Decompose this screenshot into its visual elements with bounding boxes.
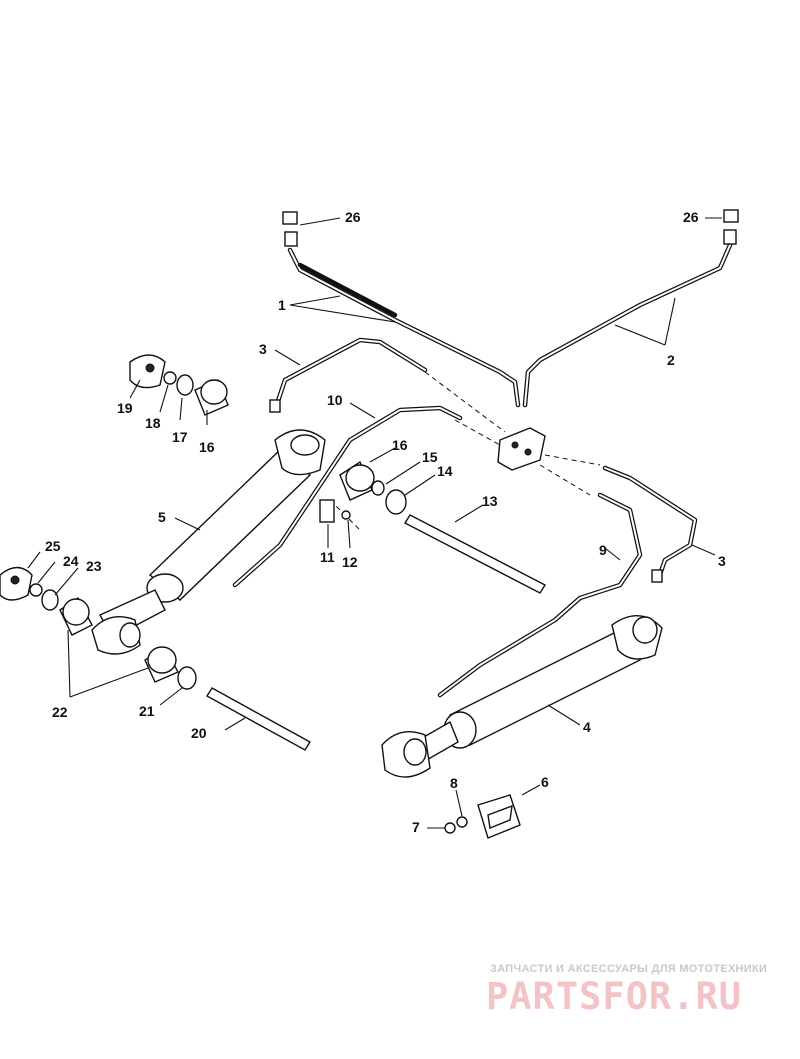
callout-1: 1 <box>278 297 286 313</box>
callout-25: 25 <box>45 538 61 554</box>
bushing-22-upper <box>59 596 93 636</box>
callout-16-upper: 16 <box>199 439 215 455</box>
callout-21: 21 <box>139 703 155 719</box>
callout-13: 13 <box>482 493 498 509</box>
pivot-shaft-20 <box>206 687 311 751</box>
bushing-16-upper <box>194 379 229 416</box>
watermark-tagline: ЗАПЧАСТИ И АКСЕССУАРЫ ДЛЯ МОТОТЕХНИКИ <box>490 963 768 975</box>
washer-8 <box>456 816 468 828</box>
callout-26-left: 26 <box>345 209 361 225</box>
trim-cylinder-5 <box>91 429 326 655</box>
hydraulic-line-3-left <box>269 337 428 413</box>
hydraulic-line-left-pair <box>287 247 521 408</box>
callout-8: 8 <box>450 775 458 791</box>
callout-3-right: 3 <box>718 553 726 569</box>
manifold-block <box>497 427 546 471</box>
fitting-26-right <box>723 209 739 245</box>
washer-21 <box>177 666 197 690</box>
watermark-brand: PARTSFOR.RU <box>486 975 743 1018</box>
callout-23: 23 <box>86 558 102 574</box>
cap-25 <box>0 566 33 601</box>
callout-4: 4 <box>583 719 591 735</box>
callout-22: 22 <box>52 704 68 720</box>
hydraulic-line-3-right <box>602 465 698 583</box>
callout-12: 12 <box>342 554 358 570</box>
callout-26-right: 26 <box>683 209 699 225</box>
callout-16-mid: 16 <box>392 437 408 453</box>
callout-11: 11 <box>320 549 335 565</box>
screw-12 <box>341 510 351 520</box>
callout-15: 15 <box>422 449 438 465</box>
nut-24 <box>29 583 43 597</box>
hydraulic-line-10 <box>232 405 463 588</box>
callout-10: 10 <box>327 392 343 408</box>
callout-17: 17 <box>172 429 188 445</box>
nut-18 <box>163 371 177 385</box>
cap-19 <box>129 354 166 389</box>
callout-20: 20 <box>191 725 207 741</box>
hydraulic-line-right-pair <box>522 242 733 408</box>
anode-6 <box>477 794 521 839</box>
callout-14: 14 <box>437 463 453 479</box>
washer-14 <box>385 489 407 515</box>
ring-15 <box>371 480 385 496</box>
callout-6: 6 <box>541 774 549 790</box>
callout-labels: 26 26 1 2 3 3 4 5 6 7 8 9 10 11 12 13 14… <box>45 209 726 835</box>
pivot-shaft-13 <box>404 514 546 594</box>
washer-17 <box>176 374 194 396</box>
callout-24: 24 <box>63 553 79 569</box>
callout-18: 18 <box>145 415 161 431</box>
fitting-26-left <box>282 211 298 247</box>
callout-9: 9 <box>599 542 607 558</box>
bracket-11 <box>319 499 335 523</box>
bushing-16-mid <box>339 460 375 501</box>
trim-cylinder-4 <box>381 615 663 778</box>
callout-19: 19 <box>117 400 133 416</box>
leader-lines <box>27 217 722 829</box>
screw-7 <box>444 822 456 834</box>
bushing-22-lower <box>144 646 179 683</box>
callout-2: 2 <box>667 352 675 368</box>
callout-5: 5 <box>158 509 166 525</box>
washer-23 <box>41 589 59 611</box>
hydraulic-line-9 <box>437 492 643 698</box>
callout-7: 7 <box>412 819 420 835</box>
callout-3-left: 3 <box>259 341 267 357</box>
